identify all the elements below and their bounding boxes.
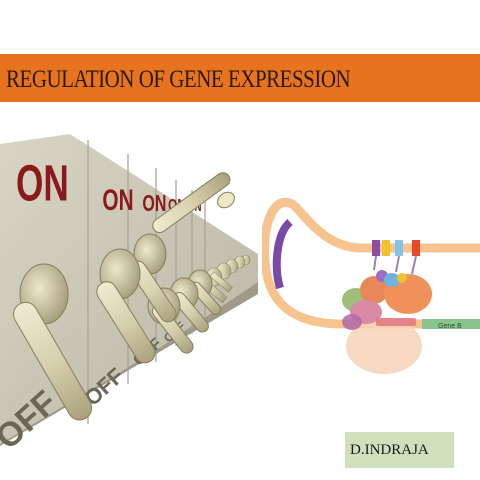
on-off-switches-illustration: ON ON ON ON ON OFF OFF OFF OFF bbox=[0, 134, 258, 446]
author-name: D.INDRAJA bbox=[350, 442, 429, 458]
switch-label-on-2: ON bbox=[102, 184, 133, 217]
gene-regulation-diagram: Gene B bbox=[262, 197, 480, 374]
gene-b-segment bbox=[422, 319, 480, 329]
slide-title: REGULATION OF GENE EXPRESSION bbox=[6, 66, 351, 93]
binding-site-1 bbox=[372, 240, 380, 256]
enhancer-region bbox=[272, 218, 293, 290]
author-box bbox=[345, 432, 454, 468]
binding-site-4 bbox=[412, 240, 420, 256]
binding-site-2 bbox=[382, 240, 390, 256]
switch-label-on-3: ON bbox=[142, 191, 166, 217]
title-bar bbox=[0, 54, 480, 102]
gene-b-label: Gene B bbox=[438, 323, 462, 330]
binding-site-3 bbox=[395, 240, 403, 256]
switch-label-on-1: ON bbox=[16, 157, 69, 213]
dna-strand bbox=[262, 197, 480, 329]
transcription-complex bbox=[342, 270, 432, 374]
